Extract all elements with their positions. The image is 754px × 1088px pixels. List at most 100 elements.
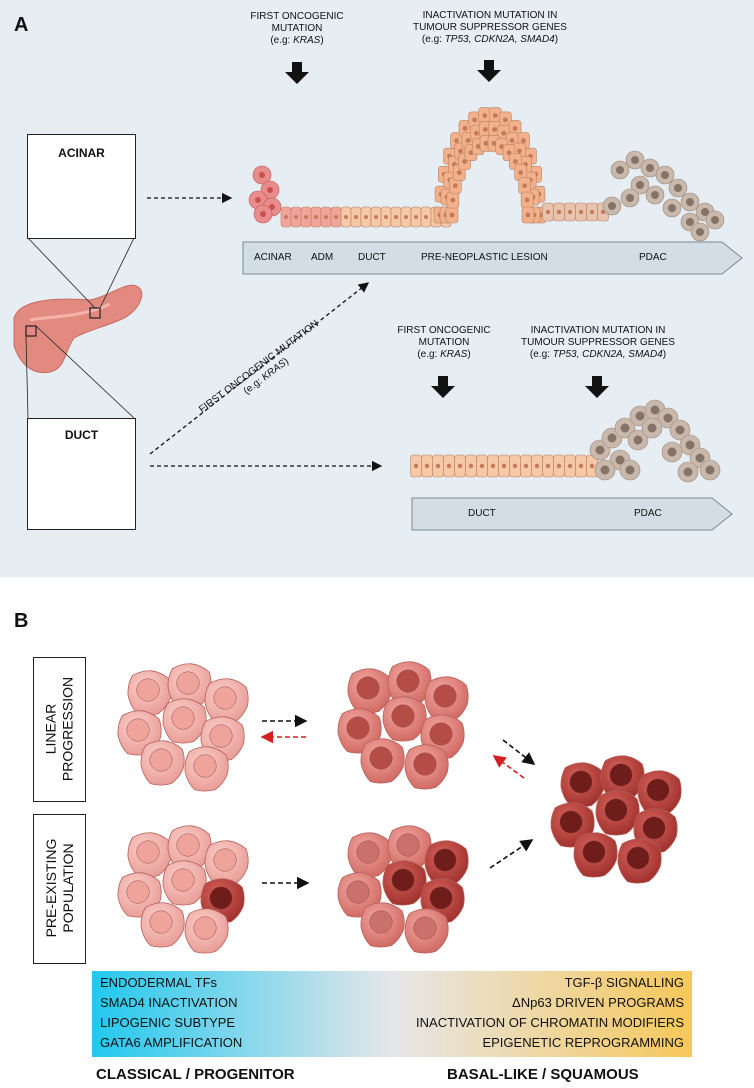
cell-nucleus (642, 816, 666, 840)
lesion-cell-nucleus (450, 197, 456, 203)
lesion-cell-nucleus (517, 148, 522, 154)
lesion-cell-nucleus (545, 209, 551, 215)
cell-nucleus (193, 754, 217, 778)
lesion-acinar-nucleus (259, 172, 265, 178)
top-arrow-label-pre-neoplastic: PRE-NEOPLASTIC LESION (421, 252, 548, 263)
lesion-cell-nucleus (491, 140, 497, 146)
lesion-cell-nucleus (354, 215, 358, 219)
pdac-nucleus (607, 433, 617, 443)
duct-cell-nucleus (523, 463, 529, 469)
cell-nucleus (413, 752, 437, 776)
acinar-box: ACINAR (27, 134, 136, 239)
top-mut2-label: INACTIVATION MUTATION IN TUMOUR SUPPRESS… (413, 10, 567, 45)
legend-right-item: ΔNp63 DRIVEN PROGRAMS (512, 995, 684, 1010)
cell-nucleus (413, 916, 437, 940)
cell-nucleus (213, 686, 237, 710)
pdac-nucleus (696, 228, 704, 236)
pdac-nucleus (683, 467, 693, 477)
duct-cell-nucleus (479, 463, 485, 469)
lesion-cell-nucleus (483, 127, 488, 132)
duct-cell-nucleus (490, 463, 496, 469)
lesion-cell-nucleus (394, 215, 398, 219)
lesion-cell-nucleus (449, 212, 455, 218)
panel-b-letter: B (14, 610, 29, 632)
pdac-nucleus (650, 405, 660, 415)
lesion-cell-nucleus (334, 215, 338, 219)
lesion-cell-nucleus (465, 138, 471, 143)
pancreas-organ (13, 237, 143, 419)
lesion-cell-nucleus (458, 148, 463, 154)
duct-cell-nucleus (446, 463, 452, 469)
lesion-cell-nucleus (525, 212, 531, 218)
cell-nucleus (136, 840, 160, 864)
duct-cell-nucleus (578, 463, 584, 469)
pdac-nucleus (636, 181, 644, 189)
lesion-cell-nucleus (424, 215, 428, 219)
cell-nucleus (346, 880, 370, 904)
duct-cell-nucleus (501, 463, 507, 469)
lesion-cell-nucleus (578, 209, 584, 215)
cell-nucleus (646, 778, 670, 802)
cell-nucleus (433, 684, 457, 708)
cell-nucleus (171, 868, 195, 892)
lesion-cell-nucleus (404, 215, 408, 219)
pdac-nucleus (695, 453, 705, 463)
row2-label: PRE-EXISTING POPULATION (43, 838, 76, 938)
cell-nucleus (209, 886, 233, 910)
duct-cell-nucleus (534, 463, 540, 469)
pdac-nucleus (661, 171, 669, 179)
duct-cell-nucleus (413, 463, 419, 469)
lesion-cell-nucleus (374, 215, 378, 219)
top-lesion-cell-chain (248, 107, 725, 242)
basal-to-row1-reverse-arrow (492, 755, 525, 779)
duct-cell-nucleus (424, 463, 430, 469)
row2-label-box: PRE-EXISTING POPULATION (33, 814, 86, 964)
lesion-cell-nucleus (518, 170, 524, 176)
pdac-nucleus (686, 198, 694, 206)
lesion-cell-nucleus (384, 215, 388, 219)
lesion-cell-nucleus (556, 209, 562, 215)
top-arrow-label-adm: ADM (311, 252, 334, 263)
cell-nucleus (176, 671, 200, 695)
lesion-cell-nucleus (462, 125, 468, 131)
cell-nucleus (356, 840, 380, 864)
cell-nucleus (369, 910, 393, 934)
legend-right-item: EPIGENETIC REPROGRAMMING (482, 1035, 684, 1050)
legend-left-item: SMAD4 INACTIVATION (100, 995, 238, 1010)
cell-nucleus (391, 704, 415, 728)
top-mut1-down-arrow (285, 62, 309, 84)
pdac-nucleus (633, 435, 643, 445)
lesion-cell-nucleus (492, 113, 498, 118)
lesion-cell-nucleus (344, 215, 348, 219)
row2-to-basal-arrow (489, 839, 534, 869)
legend-right-item: TGF-β SIGNALLING (564, 975, 684, 990)
cell-nucleus (391, 868, 415, 892)
cell-nucleus (433, 848, 457, 872)
top-mut2-down-arrow (477, 60, 501, 82)
pdac-nucleus (675, 425, 685, 435)
acinar-box-label: ACINAR (58, 146, 105, 160)
top-progression-arrow (242, 241, 743, 275)
pdac-nucleus (667, 447, 677, 457)
cell-nucleus (369, 746, 393, 770)
cell-nucleus (604, 798, 628, 822)
lesion-cell-nucleus (304, 215, 308, 219)
lesion-cell-nucleus (589, 209, 595, 215)
duct-cell-nucleus (545, 463, 551, 469)
lesion-cell-nucleus (483, 140, 489, 146)
lesion-cell-nucleus (503, 117, 508, 123)
top-mut1-label: FIRST ONCOGENIC MUTATION (e.g: KRAS) (250, 11, 344, 46)
pdac-nucleus (705, 465, 715, 475)
pdac-nucleus (631, 156, 639, 164)
lesion-cell-nucleus (567, 209, 573, 215)
pdac-nucleus (635, 411, 645, 421)
pdac-nucleus (600, 465, 610, 475)
cell-nucleus (149, 910, 173, 934)
bot-mut1-down-arrow (431, 376, 455, 398)
legend-right-item: INACTIVATION OF CHROMATIN MODIFIERS (416, 1015, 684, 1030)
legend-left-item: GATA6 AMPLIFICATION (100, 1035, 243, 1050)
lesion-cell-nucleus (284, 215, 288, 219)
cell-nucleus (626, 846, 650, 870)
lesion-cell-nucleus (522, 183, 528, 189)
lesion-cell-nucleus (474, 130, 479, 136)
